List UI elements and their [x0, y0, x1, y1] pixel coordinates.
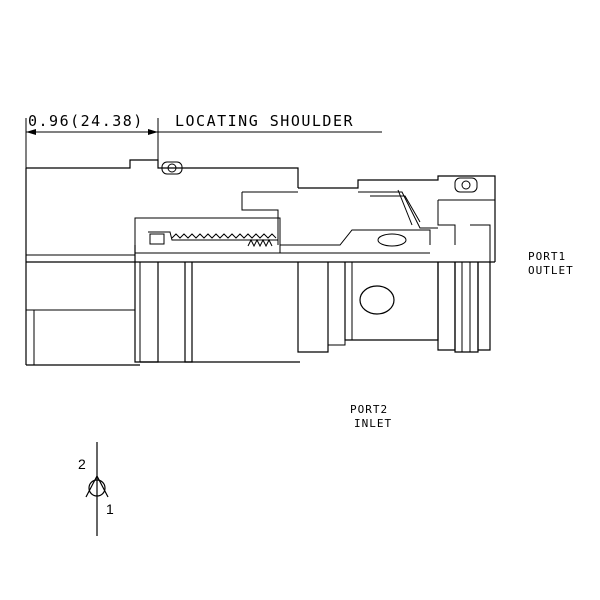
symbol-port-1: 1: [106, 501, 114, 517]
dimension-label: LOCATING SHOULDER: [175, 112, 354, 130]
port1-name: PORT1: [528, 250, 566, 263]
lower-section-3: [344, 262, 439, 341]
oring-shoulder-icon: [161, 161, 183, 175]
port2-role: INLET: [354, 417, 392, 430]
poppet-slope-inner: [370, 195, 421, 223]
oring-top-right-icon: [454, 177, 478, 193]
inlet-port-hole: [359, 285, 395, 315]
poppet-edge: [397, 189, 413, 226]
symbol-port-2: 2: [78, 456, 86, 472]
lower-flange-1: [134, 245, 159, 363]
spring-end-coil: [247, 238, 273, 248]
valve-body: [25, 159, 496, 366]
spring-retainer: [149, 233, 165, 245]
end-ring-3: [477, 262, 491, 351]
check-ball-icon: [88, 479, 106, 497]
lower-groove-2: [327, 262, 346, 346]
check-ball: [377, 233, 407, 247]
end-ring-1: [437, 262, 456, 351]
dimension-value: 0.96(24.38): [28, 112, 144, 130]
inner-step-1: [241, 192, 279, 245]
spring-seat: [148, 231, 278, 241]
port2-name: PORT2: [350, 403, 388, 416]
check-valve-symbol: 2 1: [78, 442, 114, 536]
oring-shoulder-inner: [167, 163, 177, 173]
end-ring-2: [454, 262, 479, 353]
lower-groove-1: [184, 262, 193, 363]
port-labels: PORT1 OUTLET PORT2 INLET: [350, 250, 574, 430]
port1-role: OUTLET: [528, 264, 574, 277]
spring-coil-icon: [171, 233, 277, 239]
top-right-step-2: [470, 224, 491, 262]
poppet-slope: [358, 191, 438, 229]
top-right-step: [437, 200, 456, 245]
lower-section-2: [297, 262, 329, 353]
body-upper-right-outline: [298, 175, 496, 262]
oring-top-right-inner: [461, 180, 471, 190]
arrow-left-icon: [26, 129, 36, 135]
body-top-outline: [26, 159, 299, 188]
poppet-seat: [280, 229, 431, 246]
dimension-callout: 0.96(24.38) LOCATING SHOULDER: [25, 112, 382, 365]
check-seat-icon: [85, 474, 109, 498]
spring-chamber: [134, 217, 281, 254]
arrow-right-icon: [148, 129, 158, 135]
